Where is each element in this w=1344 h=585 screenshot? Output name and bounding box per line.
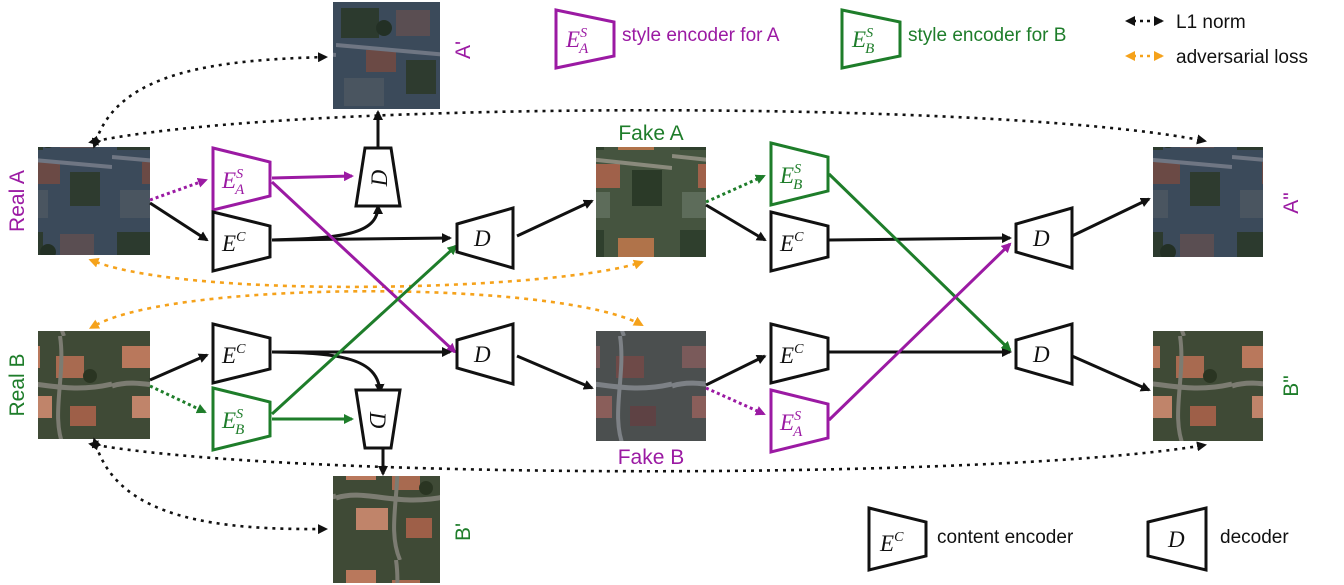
svg-text:D: D [1032,226,1050,251]
real-b-image [38,331,150,439]
svg-text:D: D [365,411,390,429]
svg-text:adversarial loss: adversarial loss [1176,47,1308,68]
svg-text:EC: EC [779,342,804,368]
fake-b-label: Fake B [618,446,685,469]
flow-connections [149,110,1151,476]
legend-content-encoder: EC content encoder [867,506,1074,572]
svg-text:ESB: ESB [851,26,874,57]
svg-text:D: D [367,169,392,187]
b-dprime-image [1153,331,1263,441]
svg-text:D: D [1167,527,1185,552]
decoder-b-prime: D [354,388,402,450]
fake-a-image [596,147,706,257]
svg-text:EC: EC [879,530,904,556]
content-encoder-right-top: EC [769,210,830,273]
a-prime-label: A' [452,41,475,59]
decoder-fake-a: D [455,206,515,270]
svg-text:D: D [473,226,491,251]
real-a-image [38,147,150,255]
svg-text:EC: EC [221,230,246,256]
b-dprime-label: B" [1280,375,1303,396]
b-prime-label: B' [452,523,475,541]
l1-loss-links [88,52,1207,535]
a-dprime-label: A" [1280,192,1303,213]
content-encoder-left-top: EC [211,210,272,273]
legend-l1-norm: L1 norm [1125,12,1246,33]
svg-text:content encoder: content encoder [937,527,1074,548]
svg-text:ESB: ESB [221,407,244,438]
real-a-label: Real A [6,170,29,232]
decoder-a-prime: D [354,146,402,208]
svg-text:EC: EC [221,342,246,368]
fake-b-image [596,331,706,441]
svg-text:D: D [1032,342,1050,367]
svg-text:ESA: ESA [779,409,803,440]
legend-decoder: D decoder [1146,506,1289,572]
svg-text:L1 norm: L1 norm [1176,12,1246,33]
decoder-b-dprime: D [1014,322,1074,386]
decoder-fake-b: D [455,322,515,386]
a-dprime-image [1153,147,1263,257]
decoder-a-dprime: D [1014,206,1074,270]
svg-text:D: D [473,342,491,367]
svg-text:EC: EC [779,230,804,256]
a-prime-image [333,2,440,109]
real-b-label: Real B [6,353,29,416]
svg-text:style encoder for B: style encoder for B [908,25,1066,46]
svg-text:ESA: ESA [221,167,245,198]
fake-a-label: Fake A [618,122,683,145]
svg-text:decoder: decoder [1220,527,1289,548]
svg-text:ESB: ESB [779,162,802,193]
b-prime-image [333,476,440,583]
content-encoder-right-bottom: EC [769,322,830,385]
legend-adversarial-loss: adversarial loss [1125,47,1308,68]
content-encoder-left-bottom: EC [211,322,272,385]
svg-text:ESA: ESA [565,26,589,57]
svg-text:style encoder for A: style encoder for A [622,25,780,46]
